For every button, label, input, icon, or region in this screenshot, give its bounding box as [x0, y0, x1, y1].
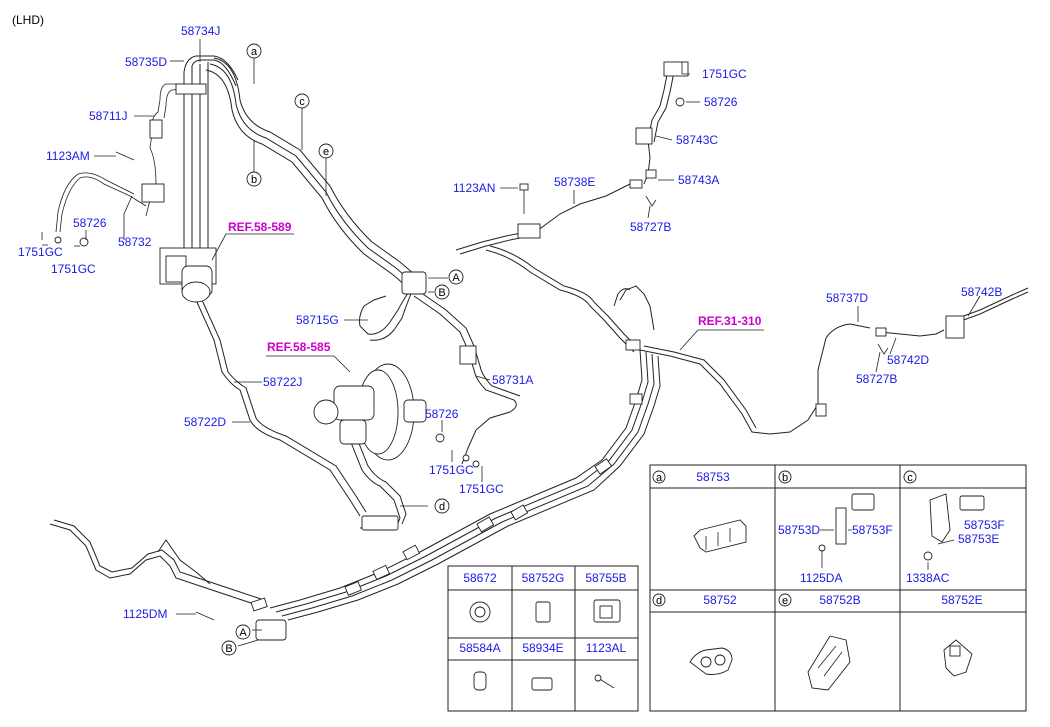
clip-d-part: 58752 — [703, 593, 737, 607]
label-58726-mid: 58726 — [425, 407, 459, 421]
clip-a-part: 58753 — [696, 470, 730, 484]
clip-f-part: 58752E — [941, 593, 982, 607]
clip-c-58753F: 58753F — [964, 518, 1005, 532]
label-1751GC-mid-2: 1751GC — [459, 482, 504, 496]
junction-blocks — [141, 61, 965, 641]
brake-booster — [313, 363, 427, 461]
label-58722D: 58722D — [184, 415, 226, 429]
clip-b-58753F: 58753F — [852, 523, 893, 537]
small-parts-table: 58672 58752G 58755B 58584A 58934E 1123AL — [447, 565, 639, 712]
sp-58672: 58672 — [463, 571, 497, 585]
clip-b-letter: b — [782, 472, 788, 484]
part-labels: 58734J 58735D 58711J 1123AM 58726 1751GC… — [18, 24, 1002, 621]
sp-58584A: 58584A — [459, 641, 500, 655]
callout-circles: a b c e d A B A B — [221, 43, 464, 656]
clip-c-58753E: 58753E — [958, 532, 999, 546]
label-58726-right: 58726 — [704, 95, 738, 109]
label-1123AM: 1123AM — [46, 149, 90, 163]
label-58732: 58732 — [118, 235, 152, 249]
label-1751GC-mid-1: 1751GC — [429, 463, 474, 477]
label-58711J: 58711J — [89, 109, 127, 123]
clip-c-1338AC: 1338AC — [906, 571, 950, 585]
label-58727B-right: 58727B — [856, 372, 897, 386]
label-58726-left: 58726 — [73, 216, 107, 230]
callout-B-top: B — [438, 287, 445, 299]
label-58743C: 58743C — [676, 133, 718, 147]
label-58742B: 58742B — [961, 285, 1002, 299]
callout-a: a — [251, 46, 258, 58]
label-58722J: 58722J — [263, 375, 302, 389]
clip-b-58753D: 58753D — [778, 523, 820, 537]
ref-31-310[interactable]: REF.31-310 — [698, 314, 762, 328]
callout-c: c — [299, 96, 305, 108]
sp-1123AL: 1123AL — [586, 641, 627, 655]
label-1123AN: 1123AN — [453, 181, 495, 195]
callout-B-bottom: B — [225, 643, 232, 655]
callout-A-bottom: A — [239, 627, 247, 639]
sp-58934E: 58934E — [522, 641, 563, 655]
variant-label: (LHD) — [12, 13, 44, 27]
bolts-and-fittings — [54, 97, 889, 621]
label-58738E: 58738E — [554, 175, 595, 189]
clip-c-letter: c — [907, 472, 913, 484]
label-58743A: 58743A — [678, 173, 719, 187]
label-58737D: 58737D — [826, 291, 868, 305]
label-58742D: 58742D — [887, 353, 929, 367]
pipe-clips — [175, 83, 827, 612]
label-58715G: 58715G — [296, 313, 339, 327]
leader-lines — [41, 39, 981, 647]
clip-b-1125DA: 1125DA — [800, 571, 842, 585]
label-58731A: 58731A — [492, 373, 533, 387]
sp-58755B: 58755B — [585, 571, 626, 585]
sp-58752G: 58752G — [522, 571, 565, 585]
ref-58-585[interactable]: REF.58-585 — [267, 340, 331, 354]
clip-e-part: 58752B — [819, 593, 860, 607]
callout-e: e — [323, 146, 329, 158]
brake-pipes — [49, 55, 1029, 621]
callout-A-top: A — [452, 272, 460, 284]
clip-a-letter: a — [656, 472, 663, 484]
label-1751GC-left-1: 1751GC — [18, 245, 63, 259]
label-1125DM: 1125DM — [123, 607, 167, 621]
clip-e-letter: e — [782, 595, 788, 607]
label-58727B-top: 58727B — [630, 220, 671, 234]
label-1751GC-left-2: 1751GC — [51, 262, 96, 276]
callout-d: d — [439, 501, 445, 513]
ref-58-589[interactable]: REF.58-589 — [228, 220, 292, 234]
clip-detail-table: a 58753 b c d 58752 e 58752B 58752E 5875… — [649, 464, 1027, 712]
master-cylinder — [159, 247, 217, 303]
callout-b: b — [251, 174, 257, 186]
label-58735D: 58735D — [125, 55, 167, 69]
label-1751GC-right: 1751GC — [702, 67, 747, 81]
label-58734J: 58734J — [181, 24, 220, 38]
clip-d-letter: d — [656, 595, 662, 607]
